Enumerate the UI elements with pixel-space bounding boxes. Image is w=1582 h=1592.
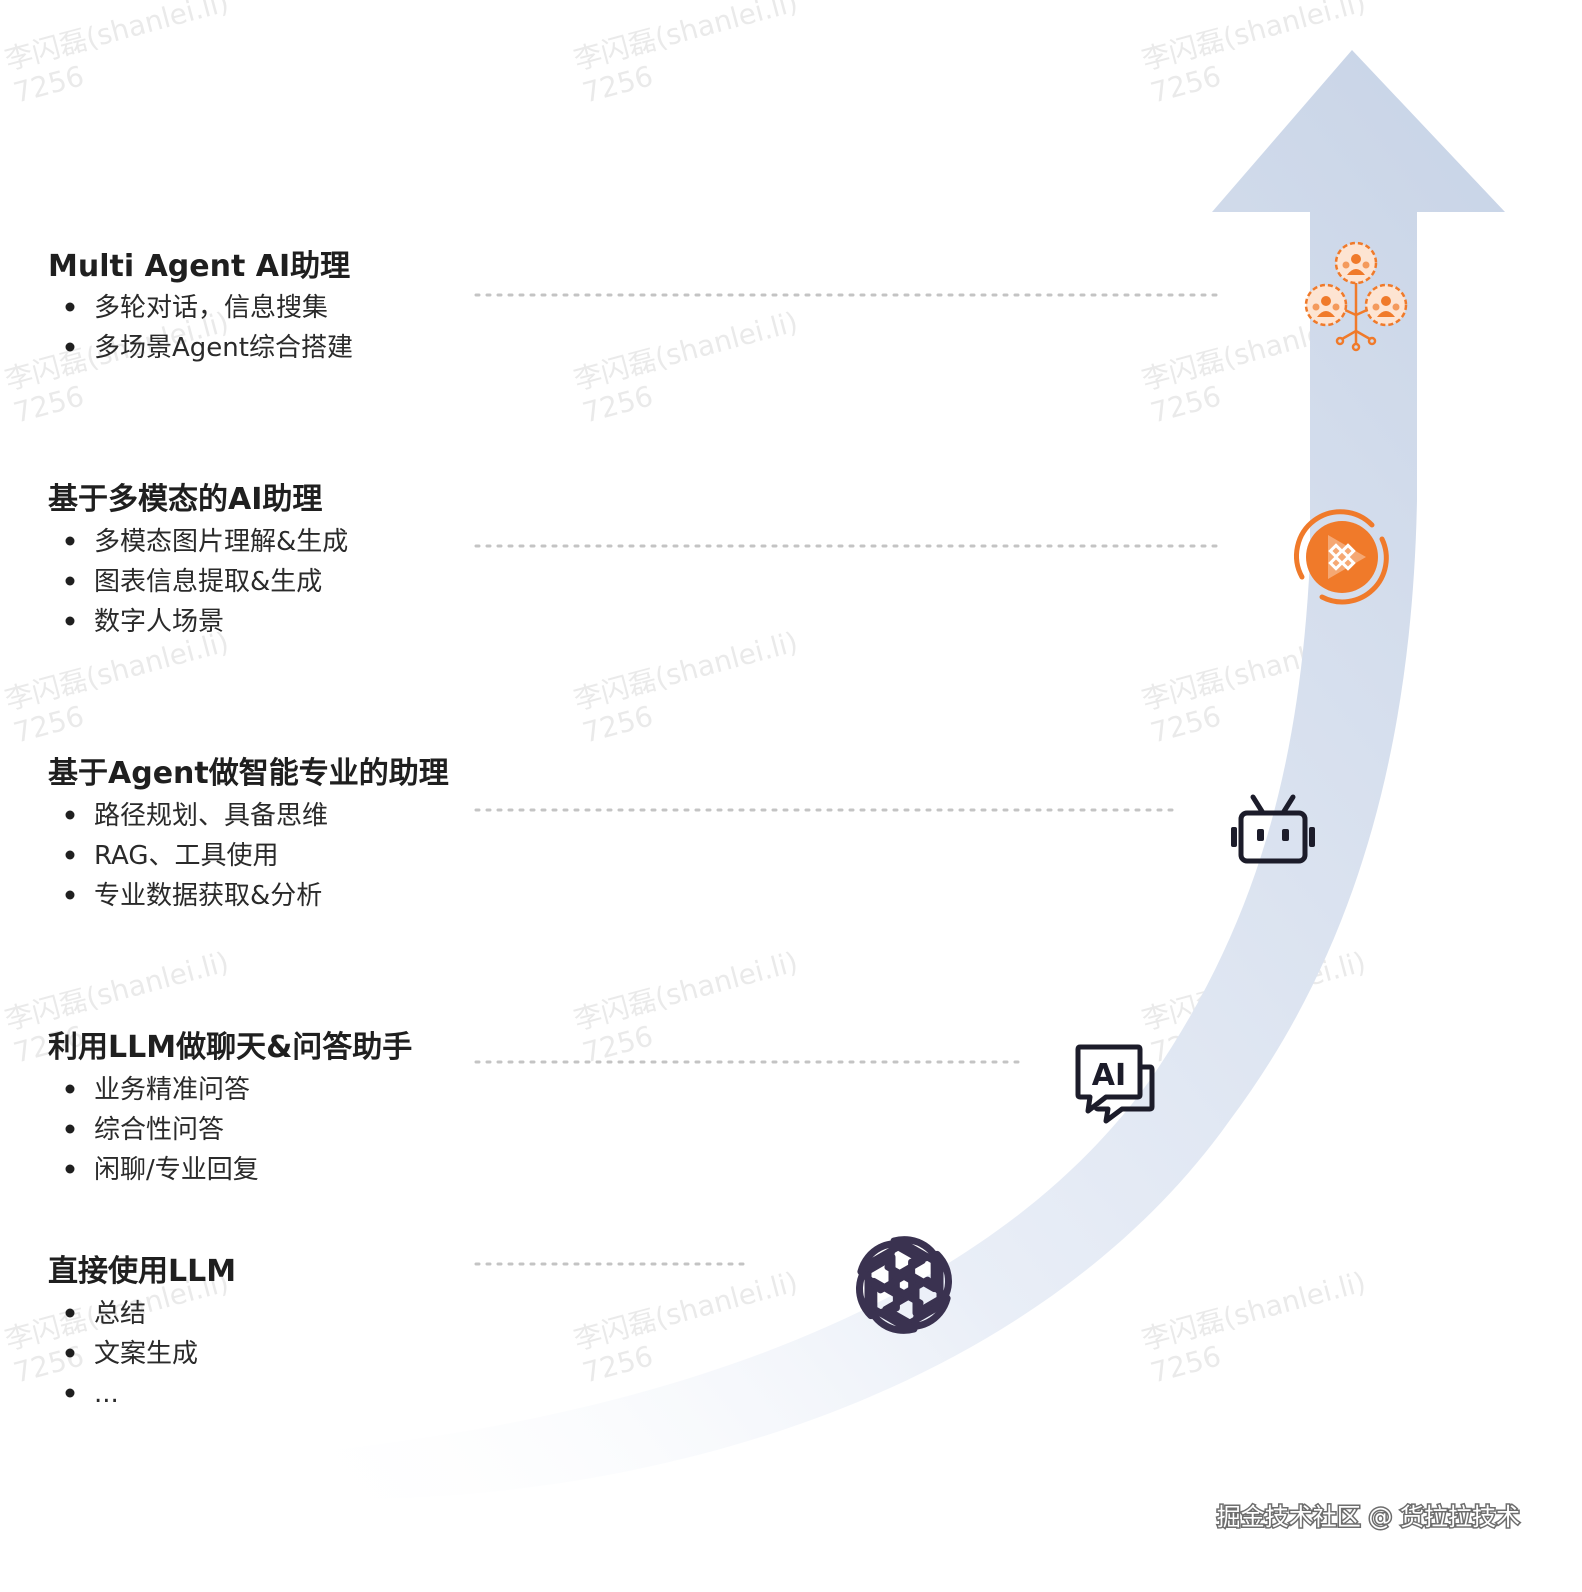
watermark-line1: 李闪磊(shanlei.li)	[1, 625, 232, 716]
watermark-line1: 李闪磊(shanlei.li)	[570, 0, 801, 77]
watermark: 李闪磊(shanlei.li)7256	[570, 0, 801, 110]
stage-bullet: ...	[94, 1379, 119, 1409]
bullet-dot	[65, 850, 75, 860]
stage-bullet: 路径规划、具备思维	[94, 801, 328, 831]
watermark: 李闪磊(shanlei.li)7256	[570, 945, 801, 1069]
openai-logo-icon	[856, 1236, 952, 1334]
stage-bullet: 多场景Agent综合搭建	[94, 333, 353, 363]
stage-bullet: 综合性问答	[94, 1115, 224, 1145]
bullet-dot	[65, 616, 75, 626]
bullet-dot	[65, 342, 75, 352]
watermark-line1: 李闪磊(shanlei.li)	[570, 1265, 801, 1356]
stage-bullet: 文案生成	[94, 1339, 198, 1369]
stage-title: Multi Agent AI助理	[48, 249, 350, 284]
multimodal-play-icon	[1294, 509, 1389, 605]
watermark: 李闪磊(shanlei.li)7256	[1, 0, 232, 110]
watermark-line1: 李闪磊(shanlei.li)	[570, 305, 801, 396]
bullet-dot	[65, 890, 75, 900]
stage-list: Multi Agent AI助理多轮对话，信息搜集多场景Agent综合搭建基于多…	[48, 249, 449, 1409]
agent-cluster-right	[1364, 283, 1408, 327]
stage-bullet: 闲聊/专业回复	[94, 1155, 259, 1185]
stage-title: 基于多模态的AI助理	[48, 482, 322, 517]
watermark: 李闪磊(shanlei.li)7256	[1, 305, 232, 429]
bullet-dot	[65, 1388, 75, 1398]
stage-title: 利用LLM做聊天&问答助手	[48, 1030, 412, 1065]
agent-cluster-top	[1334, 241, 1378, 285]
growth-arrow-body	[330, 50, 1505, 1500]
stage-bullet: 总结	[94, 1299, 146, 1329]
bullet-dot	[65, 536, 75, 546]
bullet-dot	[65, 1084, 75, 1094]
watermark-line1: 李闪磊(shanlei.li)	[1, 945, 232, 1036]
bullet-dot	[65, 302, 75, 312]
stage-title: 基于Agent做智能专业的助理	[48, 756, 449, 791]
watermark-line1: 李闪磊(shanlei.li)	[1, 0, 232, 77]
watermark-line1: 李闪磊(shanlei.li)	[1138, 1265, 1369, 1356]
growth-arrow	[60, 50, 1505, 1550]
connectors	[474, 293, 1220, 1266]
ai-chat-bubble-icon: AI	[1075, 1044, 1155, 1124]
stage-bullet: RAG、工具使用	[94, 841, 279, 871]
watermark-line1: 李闪磊(shanlei.li)	[1138, 0, 1369, 77]
stage-bullet: 业务精准问答	[94, 1075, 250, 1105]
bullet-dot	[65, 1348, 75, 1358]
watermark: 李闪磊(shanlei.li)7256	[1, 625, 232, 749]
watermark-line1: 李闪磊(shanlei.li)	[570, 945, 801, 1036]
robot-icon	[1231, 794, 1315, 864]
agent-cluster-left	[1304, 283, 1348, 327]
watermark-line1: 李闪磊(shanlei.li)	[570, 625, 801, 716]
stage-title: 直接使用LLM	[48, 1254, 236, 1289]
multi-agent-network-icon	[1304, 241, 1408, 352]
bullet-dot	[65, 1164, 75, 1174]
watermark: 李闪磊(shanlei.li)7256	[570, 625, 801, 749]
stage-bullet: 专业数据获取&分析	[94, 881, 322, 911]
stage-bullet: 多轮对话，信息搜集	[94, 293, 328, 323]
stage-bullet: 图表信息提取&生成	[94, 567, 322, 597]
footer-credit: 掘金技术社区 @ 货拉拉技术	[1217, 1503, 1520, 1531]
bullet-dot	[65, 810, 75, 820]
stage-bullet: 数字人场景	[94, 607, 224, 637]
bullet-dot	[65, 576, 75, 586]
bullet-dot	[65, 1124, 75, 1134]
bullet-dot	[65, 1308, 75, 1318]
stage-block: 直接使用LLM 总结文案生成...	[48, 1254, 236, 1409]
stage-bullet: 多模态图片理解&生成	[94, 527, 348, 557]
watermark: 李闪磊(shanlei.li)7256	[1138, 1265, 1369, 1389]
watermark: 李闪磊(shanlei.li)7256	[570, 305, 801, 429]
svg-text:AI: AI	[1092, 1058, 1126, 1093]
